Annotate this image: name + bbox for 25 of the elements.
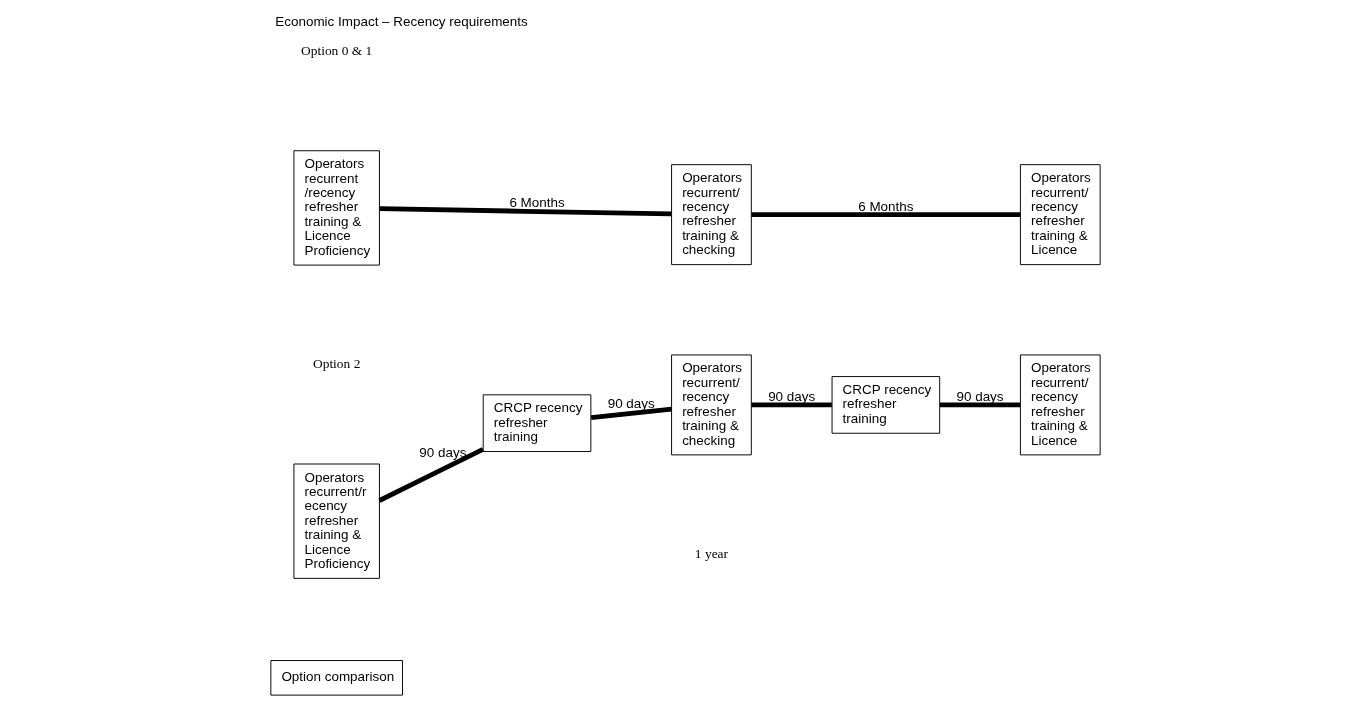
connector xyxy=(751,402,832,408)
node-box: Operators recurrent /recency refresher training & Licence Proficiency xyxy=(292,150,380,266)
edge-label: 90 days xyxy=(607,395,655,411)
node-box: Operators recurrent/ recency refresher training & checking xyxy=(670,164,752,266)
edge-label: 6 Months xyxy=(508,195,565,211)
diagram-title: Economic Impact – Recency requirements xyxy=(274,14,528,30)
label: 1 year xyxy=(694,546,728,562)
connector xyxy=(751,212,1020,218)
connector xyxy=(939,402,1020,408)
edge-label: 90 days xyxy=(956,389,1004,405)
connector xyxy=(379,206,671,217)
node-box: Operators recurrent/ recency refresher training & Licence xyxy=(1019,354,1101,456)
edge-label: 90 days xyxy=(418,445,466,460)
edge-label: 90 days xyxy=(767,389,815,405)
node-box: CRCP recency refresher training xyxy=(831,376,940,434)
label: Option 2 xyxy=(312,356,360,372)
label: Option 0 & 1 xyxy=(300,42,372,58)
node-box: Operators recurrent/ recency refresher training & checking xyxy=(670,354,752,456)
node-box: Operators recurrent/r ecency refresher training & Licence Proficiency xyxy=(292,463,380,579)
edge-label: 6 Months xyxy=(857,198,913,214)
node-box: Operators recurrent/ recency refresher training & Licence xyxy=(1019,164,1101,266)
connector xyxy=(377,447,484,503)
node-box: Option comparison xyxy=(269,660,403,696)
connector xyxy=(590,406,672,420)
node-box: CRCP recency refresher training xyxy=(482,394,591,452)
